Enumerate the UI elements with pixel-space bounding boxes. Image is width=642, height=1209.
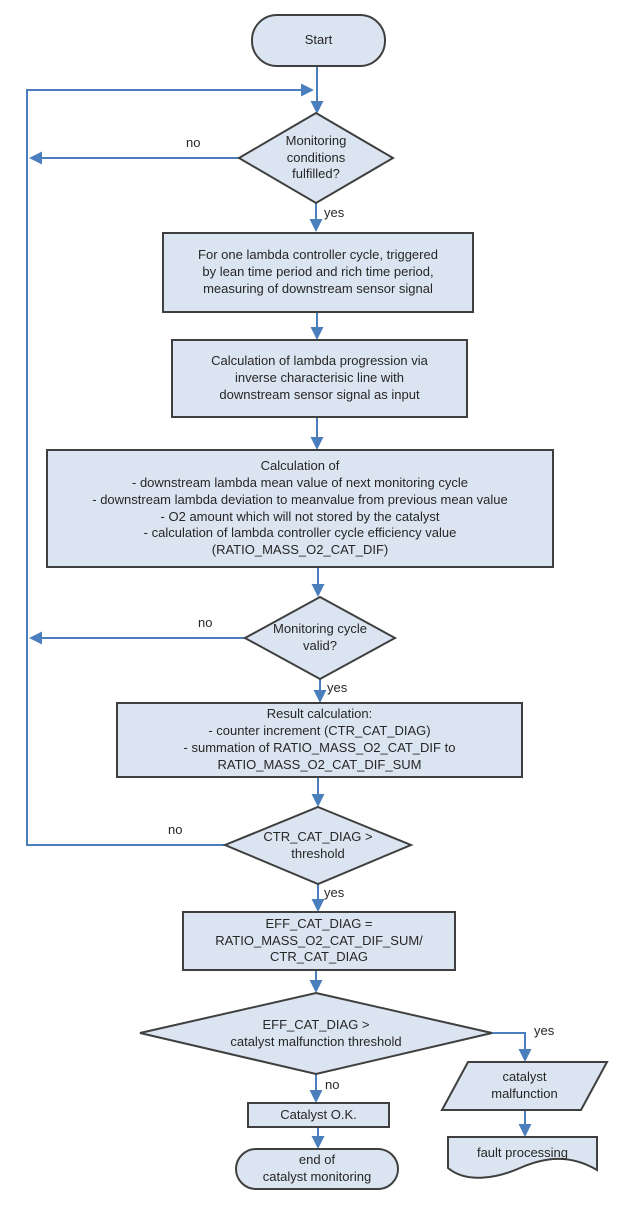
decision-monitoring-conditions-shape [237, 111, 395, 205]
decision-malfunction-threshold-shape [139, 991, 493, 1076]
connector-feedback-rail [26, 83, 314, 846]
process-result-calculation-shape [116, 702, 523, 778]
process-lambda-progression-shape [171, 339, 468, 418]
process-catalyst-ok-shape [247, 1102, 390, 1128]
io-catalyst-malfunction-shape [440, 1061, 609, 1111]
document-fault-processing-shape [447, 1136, 598, 1179]
process-measure-sensor-shape [162, 232, 474, 313]
connector-malfunction-yes [492, 1032, 532, 1062]
start-terminator-shape [251, 14, 386, 67]
process-efficiency-formula-shape [182, 911, 456, 971]
decision-counter-threshold-shape [222, 805, 414, 886]
end-terminator-shape [235, 1148, 399, 1190]
decision-cycle-valid-shape [242, 595, 398, 681]
process-calculation-shape [46, 449, 554, 568]
